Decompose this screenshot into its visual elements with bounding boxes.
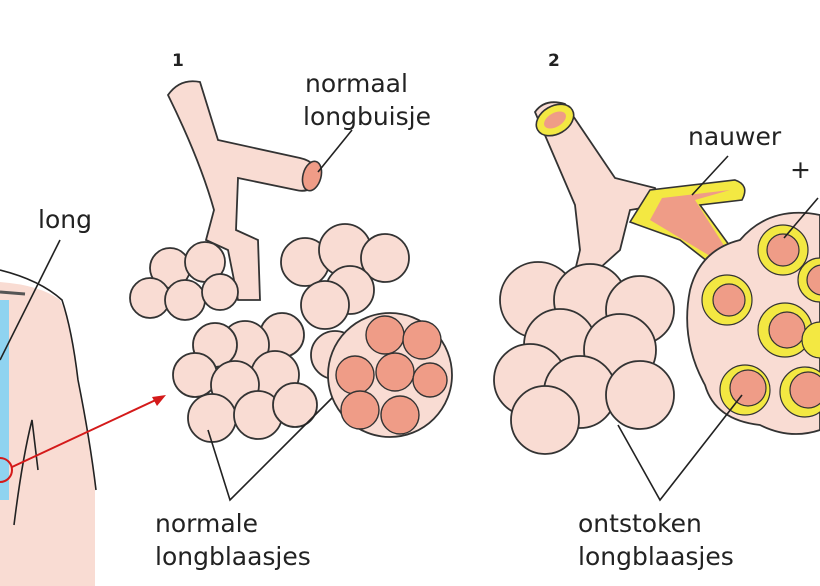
label-ontstoken: ontstoken: [578, 509, 702, 538]
label-normale-longblaasjes: longblaasjes: [155, 542, 311, 571]
inflamed-alveoli: [493, 261, 675, 455]
normal-bronchus: [166, 80, 323, 301]
panel-1-number: 1: [172, 51, 184, 71]
highlight-circle: [0, 457, 13, 483]
leader-lines-ontstoken: [617, 394, 743, 502]
label-plus: +: [790, 155, 811, 184]
leader-line-long: [0, 239, 61, 361]
label-long: long: [38, 205, 92, 234]
normal-alveoli: [129, 223, 410, 443]
label-nauwer: nauwer: [688, 122, 782, 151]
label-normaal: normaal: [305, 69, 408, 98]
inflamed-alveoli-section: [686, 211, 820, 435]
panel-2-number: 2: [548, 51, 560, 71]
label-normale: normale: [155, 509, 258, 538]
torso-illustration: [0, 269, 166, 586]
leader-line-nauwer: [691, 155, 729, 196]
normal-alveoli-section: [327, 312, 453, 438]
leader-lines-normale: [207, 397, 333, 502]
label-longbuisje: longbuisje: [303, 102, 431, 131]
zoom-arrow: [11, 397, 161, 468]
leader-line-longbuisje: [317, 129, 353, 173]
leader-line-plus: [783, 197, 819, 239]
label-ontstoken-longblaasjes: longblaasjes: [578, 542, 734, 571]
arrowhead-icon: [152, 395, 166, 406]
lung-shape: [0, 300, 9, 500]
